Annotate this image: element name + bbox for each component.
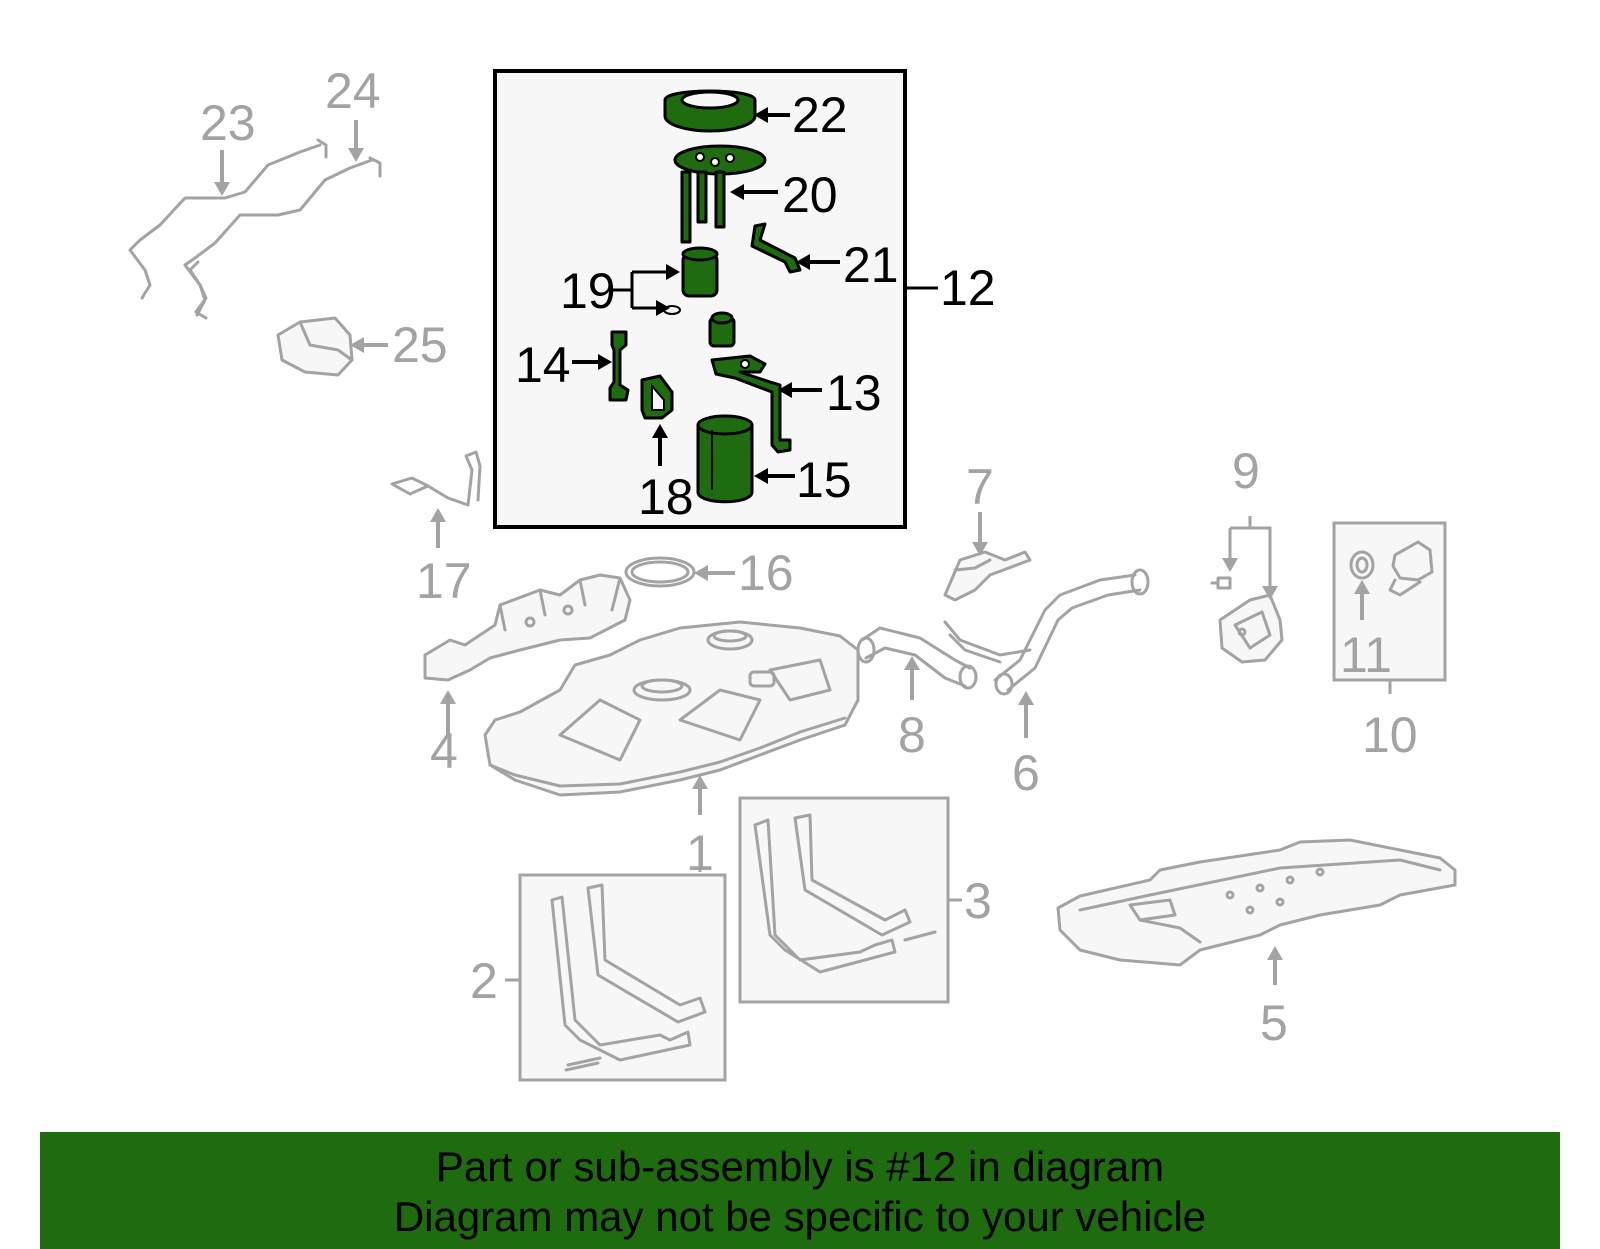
label-3: 3 bbox=[964, 873, 992, 929]
part-4-protector[interactable] bbox=[423, 573, 632, 682]
part-5-skid-plate[interactable] bbox=[1056, 838, 1457, 967]
part-22-lock-ring[interactable] bbox=[663, 89, 757, 133]
part-19-fuel-pump[interactable] bbox=[663, 246, 719, 315]
banner-line-2: Diagram may not be specific to your vehi… bbox=[393, 1193, 1207, 1240]
label-23: 23 bbox=[200, 95, 256, 151]
label-19: 19 bbox=[560, 263, 616, 319]
label-8: 8 bbox=[898, 707, 926, 763]
part-24-fuel-line[interactable] bbox=[183, 156, 382, 317]
part-13-fuel-sender[interactable] bbox=[710, 354, 792, 454]
part-2-strap-set[interactable] bbox=[518, 873, 727, 1082]
label-1: 1 bbox=[686, 825, 714, 881]
part-16-gasket[interactable] bbox=[624, 556, 696, 588]
label-6: 6 bbox=[1012, 745, 1040, 801]
label-9: 9 bbox=[1232, 443, 1260, 499]
part-18-sensor[interactable] bbox=[640, 374, 674, 420]
label-15: 15 bbox=[796, 452, 852, 508]
label-12: 12 bbox=[940, 260, 996, 316]
bracket-9 bbox=[1228, 516, 1272, 590]
label-25: 25 bbox=[392, 317, 448, 373]
part-21-bracket[interactable] bbox=[750, 222, 802, 274]
label-10: 10 bbox=[1362, 707, 1418, 763]
banner-line-1: Part or sub-assembly is #12 in diagram bbox=[435, 1143, 1165, 1190]
label-20: 20 bbox=[782, 167, 838, 223]
part-3-strap-set[interactable] bbox=[738, 796, 950, 1004]
part-6-filler-pipe[interactable] bbox=[943, 568, 1150, 696]
part-14-bracket[interactable] bbox=[608, 330, 630, 402]
part-8-hose[interactable] bbox=[856, 626, 978, 690]
part-fuel-filter[interactable] bbox=[708, 311, 736, 348]
label-17: 17 bbox=[416, 553, 472, 609]
part-9-cover[interactable] bbox=[1210, 576, 1284, 664]
label-14: 14 bbox=[515, 337, 571, 393]
label-24: 24 bbox=[325, 63, 381, 119]
part-7-bracket[interactable] bbox=[943, 550, 1032, 602]
part-25-cover[interactable] bbox=[276, 316, 354, 377]
label-4: 4 bbox=[430, 723, 458, 779]
part-20-pump-bracket[interactable] bbox=[673, 144, 767, 244]
label-13: 13 bbox=[826, 365, 882, 421]
info-banner: Part or sub-assembly is #12 in diagram D… bbox=[40, 1132, 1560, 1249]
label-11: 11 bbox=[1340, 627, 1392, 683]
label-16: 16 bbox=[738, 545, 794, 601]
part-11-gasket[interactable] bbox=[1354, 580, 1370, 620]
part-1-fuel-tank[interactable] bbox=[483, 620, 860, 797]
label-18: 18 bbox=[638, 469, 694, 525]
label-21: 21 bbox=[843, 237, 899, 293]
part-17-harness[interactable] bbox=[390, 450, 482, 507]
part-15-reservoir[interactable] bbox=[696, 414, 754, 504]
label-5: 5 bbox=[1260, 995, 1288, 1051]
label-22: 22 bbox=[792, 87, 848, 143]
label-7: 7 bbox=[966, 459, 994, 515]
label-2: 2 bbox=[470, 953, 498, 1009]
